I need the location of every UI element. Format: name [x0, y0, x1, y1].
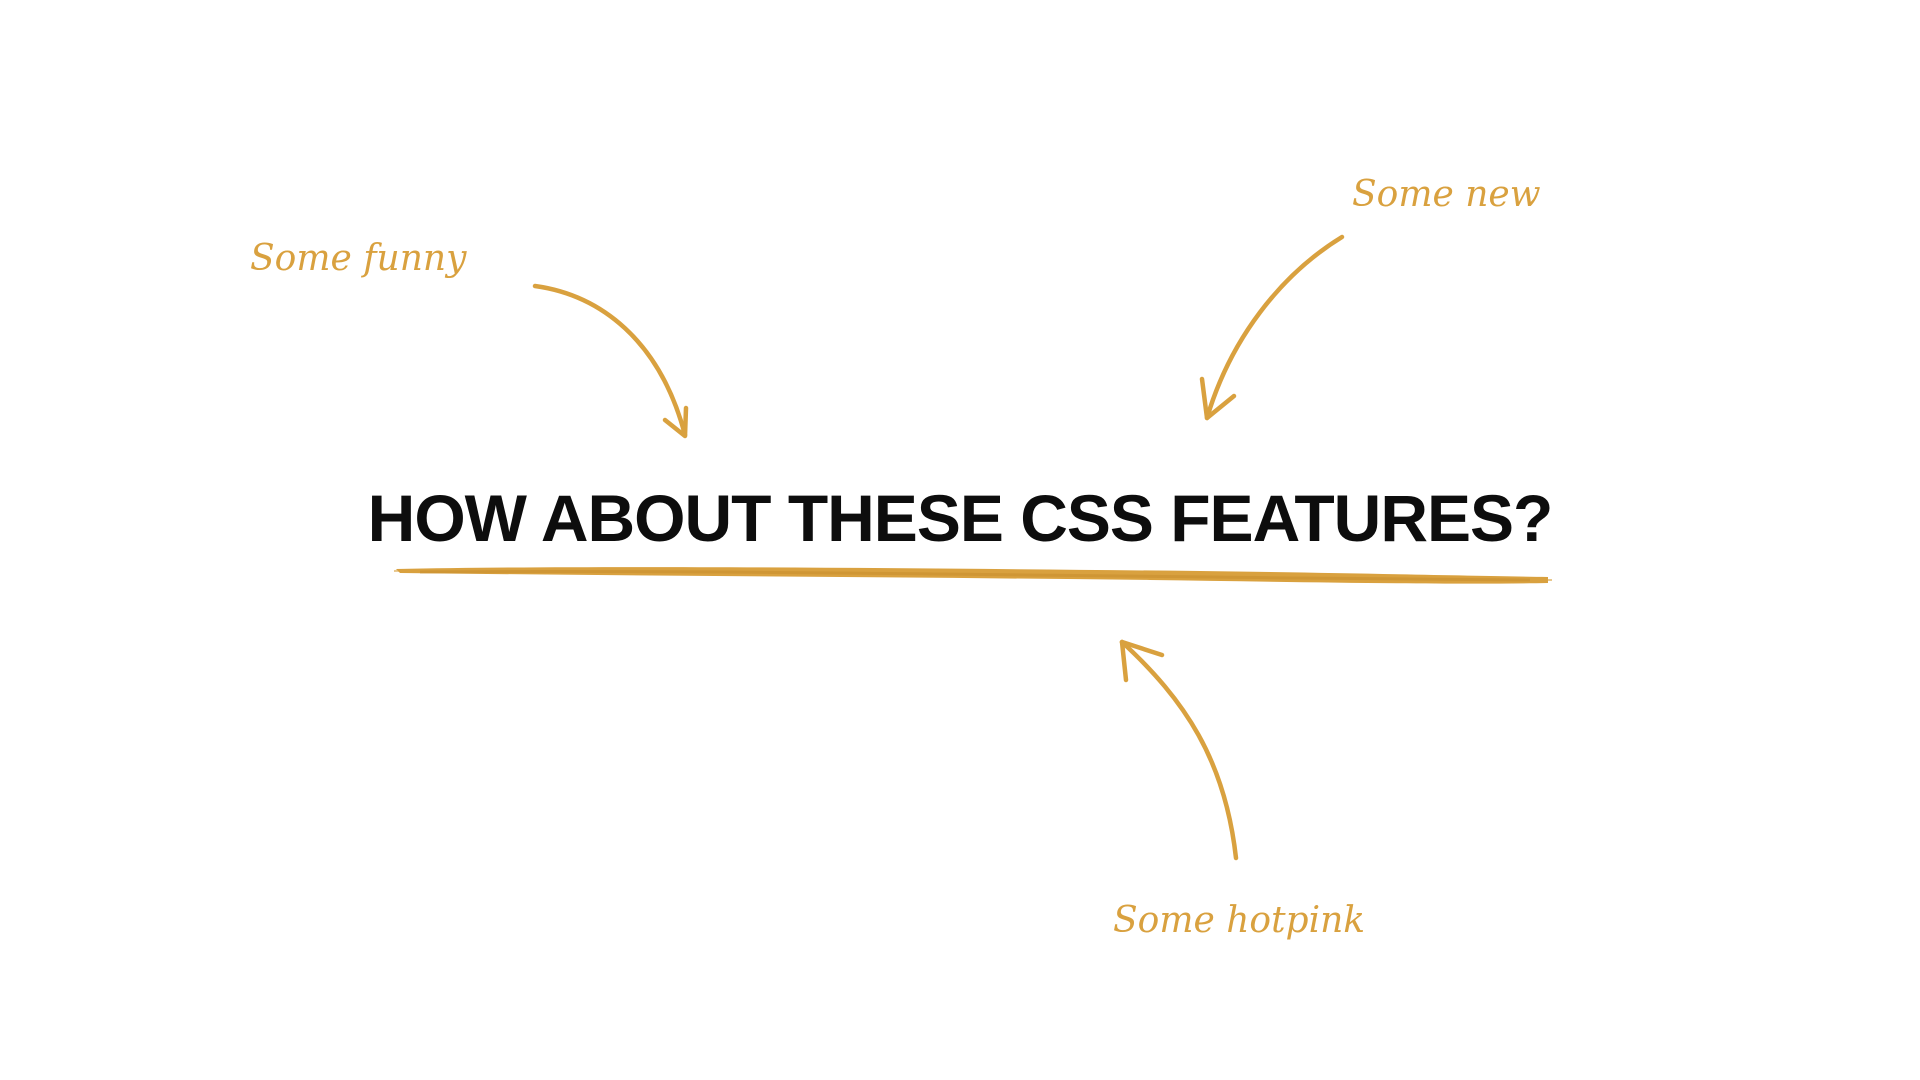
annotation-new: Some new: [1352, 174, 1541, 215]
slide-title: HOW ABOUT THESE CSS FEATURES?: [367, 481, 1554, 555]
arrow-icon: [532, 283, 689, 439]
arrow-icon: [1119, 639, 1239, 861]
annotation-hotpink: Some hotpink: [1113, 900, 1366, 941]
annotation-funny: Some funny: [250, 238, 467, 279]
arrow-icon: [1199, 234, 1345, 421]
brush-stroke-underline: [393, 567, 1552, 584]
